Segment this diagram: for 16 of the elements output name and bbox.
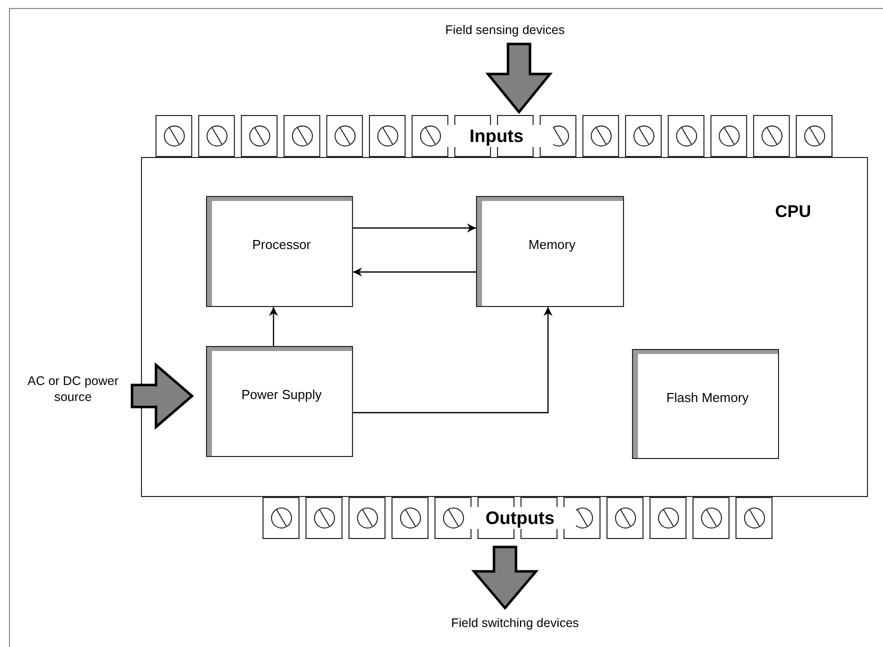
module-box: Processor	[206, 196, 353, 307]
caption-text: Field sensing devices	[400, 22, 610, 40]
arrow	[269, 307, 278, 346]
arrow	[353, 307, 552, 414]
caption-text: Field switching devices	[410, 615, 620, 633]
cpu-label: CPU	[775, 202, 811, 222]
caption-text: AC or DC power source	[14, 373, 132, 407]
module-box: Flash Memory	[632, 349, 779, 459]
block-arrow	[130, 362, 194, 430]
block-arrow	[471, 546, 539, 610]
module-box: Memory	[476, 196, 624, 307]
cpu-box	[141, 157, 868, 497]
arrow	[353, 268, 476, 276]
module-box: Power Supply	[206, 346, 353, 457]
block-arrow	[485, 42, 553, 114]
arrow	[353, 224, 476, 232]
